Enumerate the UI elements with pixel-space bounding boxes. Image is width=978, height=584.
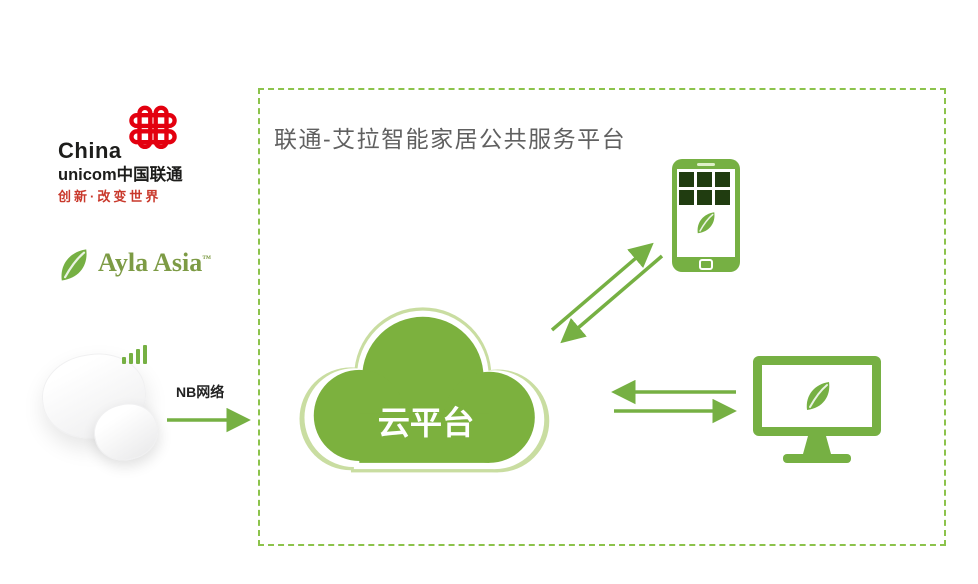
phone-speaker [697,163,715,166]
unicom-knot-icon [129,105,177,150]
unicom-brand-en: China [58,138,122,163]
ayla-leaf-icon [60,248,88,282]
monitor-base [783,454,851,463]
monitor-stand [803,436,831,454]
monitor-icon [753,356,881,463]
platform-boundary [258,88,946,546]
nb-network-label: NB网络 [176,384,225,400]
phone-home-button [699,259,713,270]
platform-title: 联通-艾拉智能家居公共服务平台 [274,126,627,152]
signal-bars-icon [122,342,147,364]
ayla-name: Ayla Asia [98,248,203,277]
unicom-brand-cn: unicom中国联通 [58,166,183,184]
ayla-trademark: ™ [202,253,212,264]
cloud-platform-label: 云平台 [378,405,474,441]
cloud-platform: 云平台 [299,307,550,473]
ayla-wordmark: Ayla Asia™ [98,248,211,278]
smartphone-icon [672,159,740,272]
phone-app-grid [679,172,730,205]
unicom-slogan: 创新·改变世界 [58,189,162,204]
cloud-icon [313,316,535,463]
